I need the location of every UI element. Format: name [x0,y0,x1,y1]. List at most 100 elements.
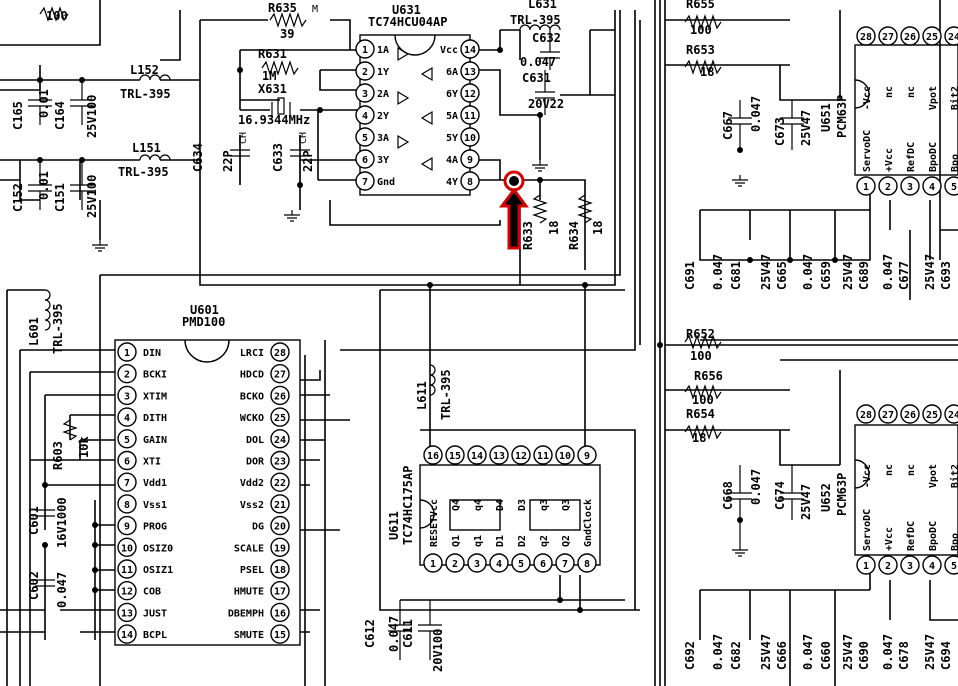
r655-ref: R655 [686,0,715,11]
u601-pin-11 [117,559,137,579]
u631-pin-7 [355,171,375,191]
u601-pin-num-26: 26 [274,391,286,402]
u601-pin-num-16: 16 [274,608,286,619]
u601-pin-9 [117,515,137,536]
u631-pin-8 [460,171,480,191]
x631-ref: X631 [258,82,287,96]
u631-pin-1 [355,39,375,59]
u611-pin-name-13: D4 [495,499,506,511]
c612-value: 0.047 [387,616,401,652]
u652-pin-name-4: BpoDC [928,521,939,551]
u601-pin-num-24: 24 [274,435,286,446]
l601-ref: L601 [27,317,41,346]
u631-pin-13 [460,61,480,81]
r603-value: 10k [77,436,91,458]
u652-pin-25 [922,404,942,424]
c611-ref: C611 [401,619,415,648]
u611-part: TC74HC175AP [401,466,415,545]
r633-value: 18 [547,221,561,235]
u652-pin-num-28: 28 [860,410,872,421]
u631-pin-num-2: 2 [362,67,368,78]
u601-pin-name-10: OSIZ0 [143,543,173,554]
c633-ref: C633 [271,143,285,172]
c633-value: 22P [301,150,315,172]
u652-pin-num-5: 5 [951,561,957,572]
u652-pin-27 [878,404,898,424]
u631-pin-14 [460,39,480,59]
u601-pin-num-11: 11 [121,565,133,576]
u611-chip [419,464,601,566]
u651-part: PCM63P [835,95,849,138]
c667-value: 0.047 [749,96,763,132]
u601-pin-num-27: 27 [274,370,286,381]
u651-pin-name-4: BpoDC [928,142,939,172]
u601-pin-num-5: 5 [124,435,130,446]
u611-pin-13 [489,445,509,465]
u611-pin-name-9: Clock [583,499,594,529]
c632-value: 0.047 [520,55,556,69]
u651-pin-num-1: 1 [863,182,869,193]
u601-pin-num-10: 10 [121,543,133,554]
u631-pin-name-5: 3A [377,133,389,144]
u652-pin-4 [922,555,942,575]
l152-value: TRL-395 [120,87,171,101]
u601-pin-num-25: 25 [274,413,286,424]
c666-ref: C666 [775,641,789,670]
l151-value: TRL-395 [118,165,169,179]
u631-pin-name-10: 5Y [446,133,458,144]
u601-pin-25 [270,407,290,427]
u611-pin-16 [423,445,443,465]
u601-pin-num-8: 8 [124,500,130,511]
u601-pin-12 [117,581,137,601]
u651-pin-num-28: 28 [860,32,872,43]
u601-pin-num-28: 28 [274,348,286,359]
u601-pin-name-6: XTI [143,457,161,468]
r631-value: 1M [262,69,276,83]
u601-pin-6 [117,450,137,471]
u651-pin-name-27: nc [884,86,895,98]
c692-ref: C692 [683,641,697,670]
u601-pin-name-21: Vss2 [240,500,264,511]
u611-pin-3 [467,553,487,573]
u601-part: PMD100 [182,315,225,329]
c631-value: 20V22 [528,97,564,111]
u652-chip [854,424,958,556]
u601-pin-num-21: 21 [274,500,286,511]
c611-value: 20V100 [431,629,445,672]
top-left-value: 100 [46,9,68,23]
u601-pin-name-22: Vdd2 [240,478,264,489]
u601-pin-13 [117,602,137,623]
c674-ref: C674 [773,481,787,510]
u601-pin-num-3: 3 [124,391,130,402]
u611-pin-name-2: Q1 [451,535,462,547]
c691-ref: C691 [683,261,697,290]
u652-pin-num-25: 25 [926,410,938,421]
u601-pin-19 [270,537,290,557]
u631-pin-name-7: Gnd [377,177,395,188]
u611-pin-num-3: 3 [474,559,480,570]
r656-value: 100 [692,393,714,407]
u652-pin-name-2: +Vcc [884,527,895,551]
u652-pin-num-3: 3 [907,561,913,572]
u601-pin-num-4: 4 [124,413,130,424]
u652-pin-name-26: nc [906,464,917,476]
u631-pin-name-14: Vcc [440,45,458,56]
ground-symbols [92,160,748,557]
c151-value: 25V100 [85,175,99,218]
u601-pin-10 [117,537,137,557]
m-mark: M [312,4,318,15]
c690-ref: C690 [857,641,871,670]
c665-value: 0.047 [801,254,815,290]
u611-pin-6 [533,553,553,573]
c694-ref: C694 [939,641,953,670]
c689-ref: C689 [857,261,871,290]
u631-pin-num-6: 6 [362,155,368,166]
c152-value: 0.01 [37,171,51,200]
c634-tag: CH [238,132,249,144]
r635-value: 39 [280,27,294,41]
u601-pin-name-7: Vdd1 [143,478,167,489]
c690-value: 0.047 [881,634,895,670]
